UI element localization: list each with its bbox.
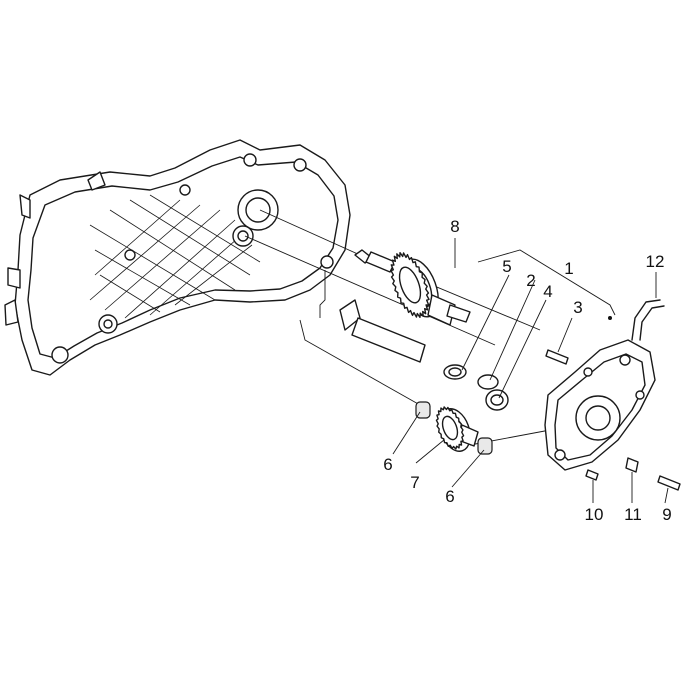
- gear-8-hub: [398, 266, 422, 304]
- part-1-bracket: [477, 249, 616, 316]
- callout-3: 3: [573, 298, 582, 317]
- gear-8-teeth: [390, 251, 430, 319]
- callout-7: 7: [410, 473, 419, 492]
- callout-11: 11: [624, 505, 642, 524]
- gear-7-small: [435, 406, 465, 450]
- callout-5: 5: [502, 257, 511, 276]
- part-1-marker: [608, 316, 612, 320]
- callout-labels: 8 1 5 2 4 3 12 6 7 6 10 11 9: [383, 217, 671, 524]
- gear-cover: [544, 339, 656, 471]
- callout-6-right: 6: [445, 487, 454, 506]
- callout-10: 10: [585, 505, 604, 524]
- gear-8-large: [390, 251, 430, 319]
- callout-9: 9: [662, 505, 671, 524]
- gear-7-teeth: [435, 406, 465, 450]
- rings-and-bearing: [415, 349, 569, 455]
- callout-12: 12: [646, 252, 665, 271]
- small-fasteners: [585, 299, 681, 491]
- callout-8: 8: [450, 217, 459, 236]
- crankcase-housing: [4, 139, 351, 376]
- callout-1: 1: [564, 259, 573, 278]
- callout-4: 4: [543, 282, 552, 301]
- part-8-main-shaft: [354, 249, 471, 326]
- callout-2: 2: [526, 271, 535, 290]
- callout-6-left: 6: [383, 455, 392, 474]
- gear-7-hub: [441, 415, 459, 441]
